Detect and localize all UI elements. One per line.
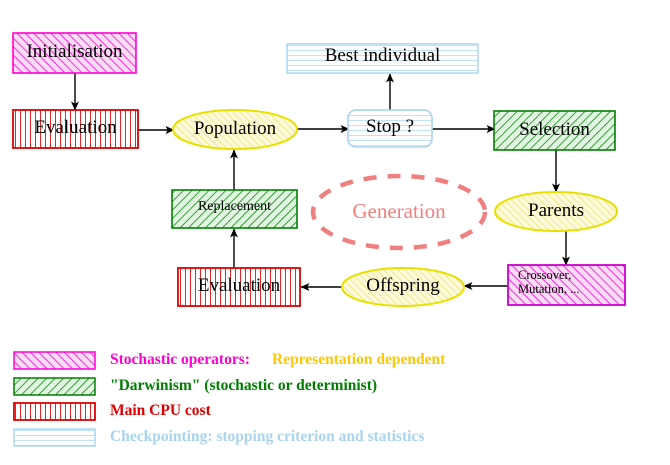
node-crossover-shape[interactable]	[507, 264, 626, 306]
node-stop-shape[interactable]	[347, 109, 433, 148]
legend-label-stochastic-operators: Stochastic operators:	[110, 351, 250, 368]
node-initialisation-shape[interactable]	[12, 32, 137, 74]
legend-label-darwinism: "Darwinism" (stochastic or determinist)	[110, 377, 378, 394]
legend-label-representation-dependent: Representation dependent	[272, 351, 446, 368]
edge-group	[71, 73, 570, 291]
node-offspring-shape[interactable]	[341, 267, 465, 307]
node-evaluation-top-shape[interactable]	[12, 109, 139, 149]
legend-swatch-stochastic-operators	[13, 351, 96, 370]
legend-swatch-main-cpu-cost	[13, 402, 96, 421]
node-population-shape[interactable]	[172, 109, 298, 150]
node-evaluation-bottom-shape[interactable]	[177, 267, 301, 307]
legend-swatch-darwinism	[13, 377, 96, 396]
node-selection-shape[interactable]	[493, 110, 616, 151]
node-replacement-shape[interactable]	[171, 189, 298, 229]
node-parents-shape[interactable]	[494, 191, 618, 232]
legend-label-main-cpu-cost: Main CPU cost	[110, 402, 211, 419]
legend-swatch-checkpointing	[13, 428, 96, 447]
node-generation-shape	[310, 173, 488, 251]
legend-label-checkpointing: Checkpointing: stopping criterion and st…	[110, 428, 425, 445]
node-best-individual-shape[interactable]	[286, 43, 479, 74]
